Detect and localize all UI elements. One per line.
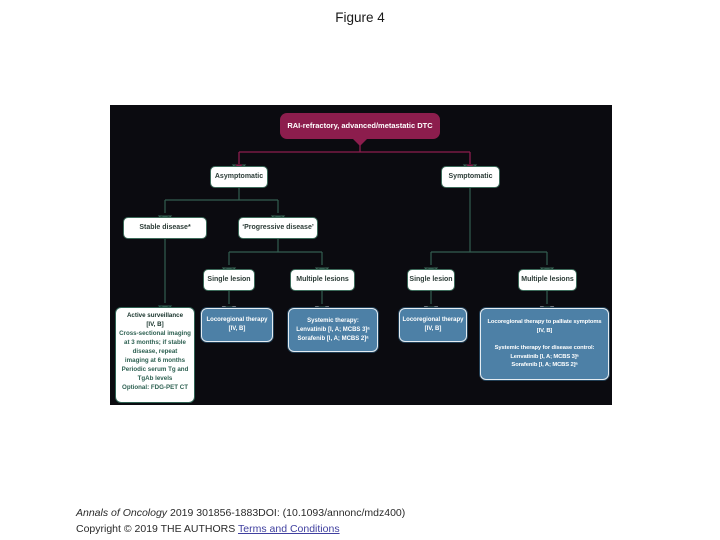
- root-node-tail: [352, 138, 368, 146]
- active-surveillance-body: Cross-sectional imaging at 3 months; if …: [119, 329, 191, 391]
- terms-link[interactable]: Terms and Conditions: [238, 523, 340, 536]
- node-symptomatic: Symptomatic: [441, 166, 500, 188]
- copyright-text: Copyright © 2019 THE AUTHORS: [76, 523, 236, 536]
- node-palliative-systemic-right: Locoregional therapy to palliate symptom…: [480, 308, 609, 380]
- journal-name: Annals of Oncology: [76, 507, 168, 519]
- node-locoregional-therapy-left: Locoregional therapy [IV, B]: [201, 308, 273, 342]
- figure-title: Figure 4: [335, 10, 385, 25]
- node-systemic-therapy-left: Systemic therapy: Lenvatinib [I, A; MCBS…: [288, 308, 378, 352]
- node-asymptomatic: Asymptomatic: [210, 166, 268, 188]
- node-single-lesion-right: Single lesion: [407, 269, 455, 291]
- reference-text: 2019 301856-1883DOI: (10.1093/annonc/mdz…: [169, 507, 406, 519]
- root-node: RAI-refractory, advanced/metastatic DTC: [280, 113, 440, 139]
- flowchart-panel: RAI-refractory, advanced/metastatic DTC …: [110, 105, 612, 405]
- node-multiple-lesions-right: Multiple lesions: [518, 269, 577, 291]
- node-single-lesion-left: Single lesion: [203, 269, 255, 291]
- active-surveillance-title: Active surveillance [IV, B]: [126, 312, 184, 328]
- citation-line-2: Copyright © 2019 THE AUTHORS Terms and C…: [76, 521, 405, 537]
- citation: Annals of Oncology 2019 301856-1883DOI: …: [76, 505, 405, 538]
- node-progressive-disease: ‘Progressive disease’: [238, 217, 318, 239]
- node-active-surveillance: Active surveillance [IV, B] Cross-sectio…: [115, 307, 195, 403]
- node-locoregional-therapy-right: Locoregional therapy [IV, B]: [399, 308, 467, 342]
- node-stable-disease: Stable disease*: [123, 217, 207, 239]
- citation-line-1: Annals of Oncology 2019 301856-1883DOI: …: [76, 505, 405, 521]
- node-multiple-lesions-left: Multiple lesions: [290, 269, 355, 291]
